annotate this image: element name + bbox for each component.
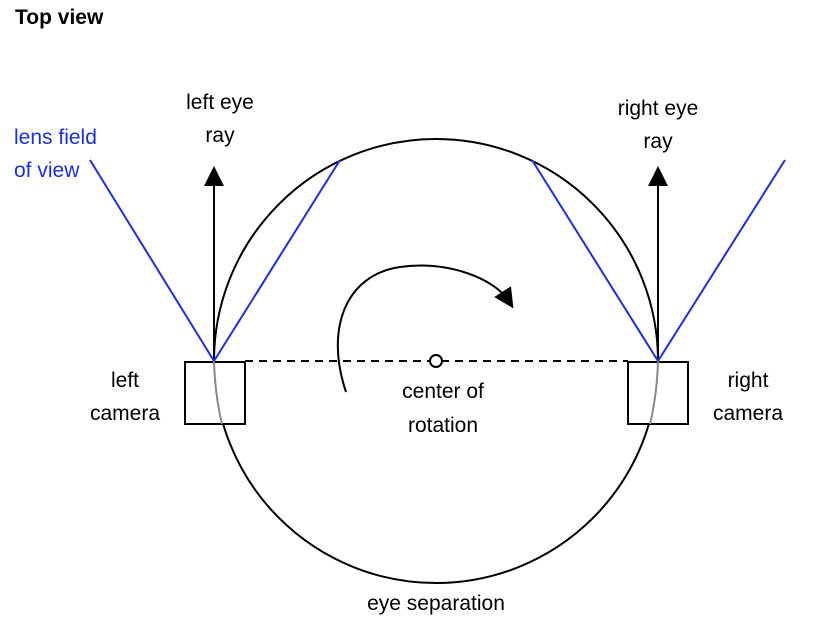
left-lens-fov <box>89 159 341 362</box>
left-ray-label-line1: left eye <box>186 91 254 114</box>
right-camera-label-line1: right <box>728 369 769 392</box>
left-camera-label-line2: camera <box>90 402 160 425</box>
right-lens-fov <box>531 159 786 362</box>
rotation-arrow <box>336 264 514 393</box>
eye-separation-label: eye separation <box>367 592 505 615</box>
right-camera-label-line2: camera <box>713 402 783 425</box>
center-of-rotation-marker <box>429 354 443 368</box>
center-label-line1: center of <box>402 380 484 403</box>
lens-fov-label-line1: lens field <box>14 126 97 149</box>
right-ray-label-line1: right eye <box>618 97 699 120</box>
diagram-title: Top view <box>15 6 104 29</box>
right-inner-arc <box>649 360 659 425</box>
left-inner-arc <box>213 360 223 425</box>
right-ray-label-line2: ray <box>643 130 673 153</box>
left-camera-label-line1: left <box>111 369 139 392</box>
center-label-line2: rotation <box>408 414 478 437</box>
lens-fov-label-line2: of view <box>14 159 80 182</box>
left-ray-label-line2: ray <box>205 124 235 147</box>
